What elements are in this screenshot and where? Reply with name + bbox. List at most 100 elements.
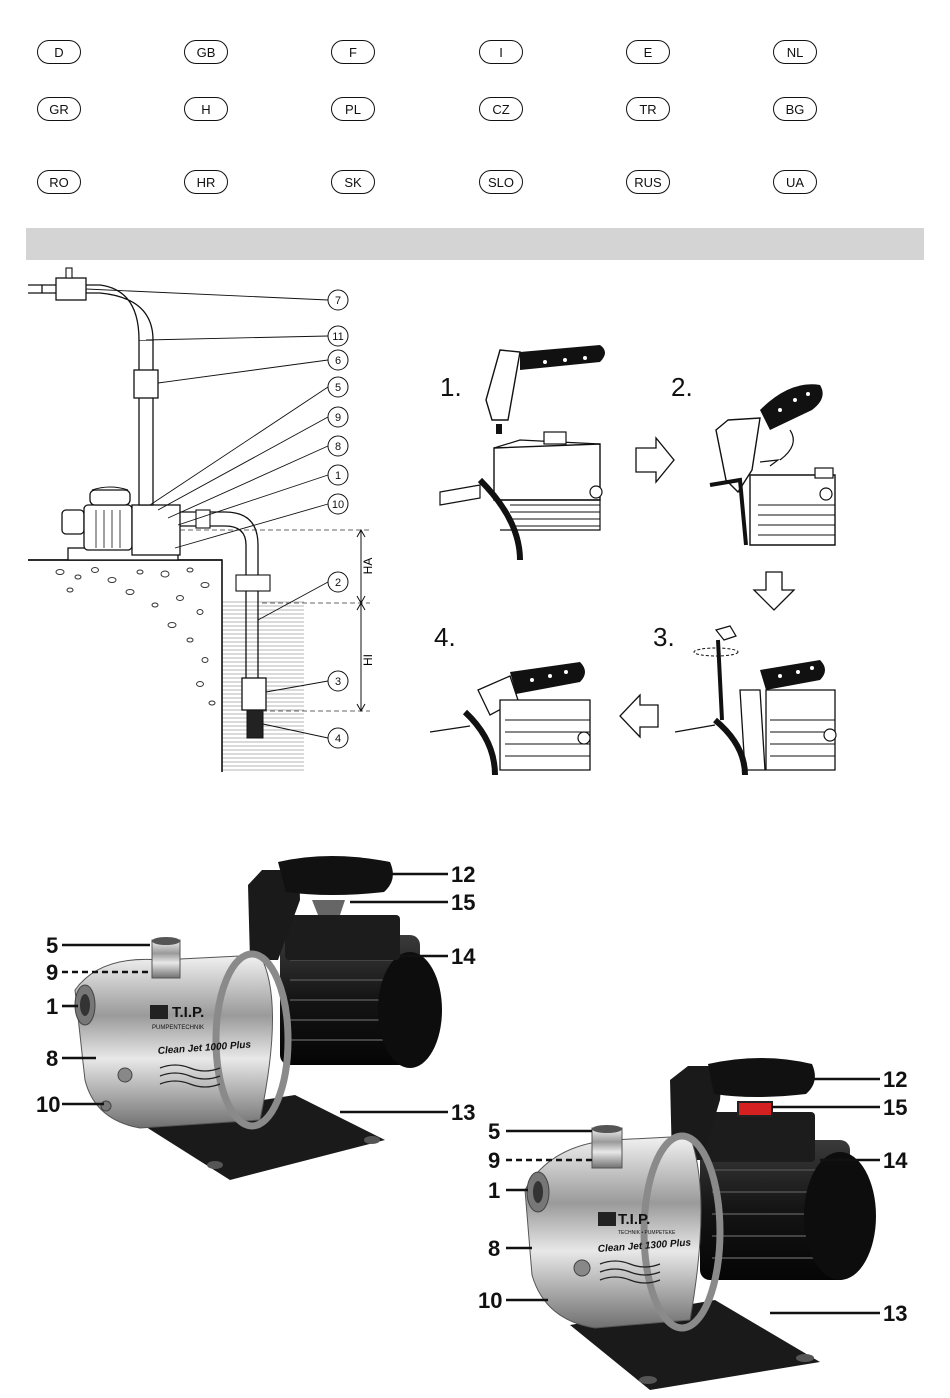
outlet-port [592, 1128, 622, 1168]
brand-subtitle: TECHNIK • PUMPETEKE [618, 1230, 676, 1236]
pump-base-plate [135, 1095, 385, 1180]
lang-label: F [349, 45, 357, 60]
callout-label: 12 [883, 1067, 907, 1092]
lang-pill-h[interactable]: H [184, 97, 228, 121]
callout-label: 5 [488, 1119, 500, 1144]
lang-label: TR [639, 102, 656, 117]
callout-label: 8 [488, 1236, 500, 1261]
lang-pill-ro[interactable]: RO [37, 170, 81, 194]
pump-motor [700, 1140, 850, 1280]
model-name: Clean Jet 1300 Plus [597, 1237, 691, 1255]
callout-label: 8 [46, 1046, 58, 1071]
callout-label: 14 [451, 944, 476, 969]
lang-pill-tr[interactable]: TR [626, 97, 670, 121]
lang-label: HR [197, 175, 216, 190]
step3-illustration [675, 626, 836, 775]
language-selector: D GB F I E NL GR H PL CZ TR BG RO HR SK … [0, 0, 950, 215]
model-name: Clean Jet 1000 Plus [157, 1039, 251, 1057]
callout-label: 9 [488, 1148, 500, 1173]
callout-label: 1 [46, 994, 58, 1019]
callout-label: 9 [335, 412, 341, 424]
inlet-port [75, 985, 95, 1025]
lang-pill-nl[interactable]: NL [773, 40, 817, 64]
pump-right: T.I.P. TECHNIK • PUMPETEKE Clean Jet 130… [525, 1058, 876, 1390]
section-divider-bar [26, 228, 924, 260]
callout-label: 15 [883, 1095, 907, 1120]
brand-logo: T.I.P. [172, 1004, 204, 1021]
lang-label: UA [786, 175, 804, 190]
well-water [222, 600, 304, 772]
handle-bracket [670, 1066, 721, 1160]
lang-pill-e[interactable]: E [626, 40, 670, 64]
height-label-ha: HA [361, 558, 375, 575]
inlet-port [527, 1172, 549, 1212]
callout-label: 5 [46, 933, 58, 958]
step-number: 4. [434, 622, 456, 652]
callout-label: 2 [335, 577, 341, 589]
handle-bracket [248, 870, 300, 960]
lang-pill-rus[interactable]: RUS [626, 170, 670, 194]
lang-pill-cz[interactable]: CZ [479, 97, 523, 121]
step2-illustration [710, 384, 835, 545]
wave-logo [160, 1065, 220, 1087]
lang-label: E [644, 45, 653, 60]
lang-pill-pl[interactable]: PL [331, 97, 375, 121]
lang-label: CZ [492, 102, 509, 117]
pump-housing [525, 1136, 701, 1328]
step-number: 3. [653, 622, 675, 652]
lang-pill-hr[interactable]: HR [184, 170, 228, 194]
callout-label: 10 [36, 1092, 60, 1117]
callout-label: 5 [335, 382, 341, 394]
lang-pill-bg[interactable]: BG [773, 97, 817, 121]
ground-outline [28, 560, 222, 772]
power-switch [738, 1102, 772, 1116]
lang-pill-ua[interactable]: UA [773, 170, 817, 194]
lang-pill-sk[interactable]: SK [331, 170, 375, 194]
arrow-left-icon [620, 695, 658, 737]
callout-label: 11 [332, 331, 343, 343]
pump-base-plate [570, 1300, 820, 1390]
step-number: 2. [671, 372, 693, 402]
lang-pill-d[interactable]: D [37, 40, 81, 64]
lang-pill-i[interactable]: I [479, 40, 523, 64]
step4-illustration [430, 662, 590, 775]
pump-left-leaders [62, 874, 448, 1112]
lang-pill-f[interactable]: F [331, 40, 375, 64]
lang-label: GR [49, 102, 69, 117]
arrow-right-icon [636, 438, 674, 482]
callout-label: 3 [335, 676, 341, 688]
callout-label: 13 [451, 1100, 475, 1125]
callout-label: 6 [335, 355, 341, 367]
pump-right-callouts: 5 9 1 8 10 12 15 14 13 [478, 1067, 908, 1326]
switch-housing [312, 900, 345, 915]
lang-label: H [201, 102, 210, 117]
lang-pill-slo[interactable]: SLO [479, 170, 523, 194]
lang-label: BG [786, 102, 805, 117]
arrow-down-icon [754, 572, 794, 610]
brand-logo: T.I.P. [618, 1211, 650, 1228]
lang-pill-gr[interactable]: GR [37, 97, 81, 121]
lang-label: RO [49, 175, 69, 190]
terminal-box [705, 1112, 815, 1162]
step1-illustration [440, 345, 605, 560]
callout-label: 13 [883, 1301, 907, 1326]
callout-label: 10 [332, 499, 344, 511]
callout-label: 15 [451, 890, 475, 915]
height-label-hi: HI [361, 654, 375, 666]
lang-label: RUS [634, 175, 661, 190]
callout-label: 12 [451, 862, 475, 887]
pump-housing [75, 955, 273, 1128]
callout-label: 14 [883, 1148, 908, 1173]
lang-label: SK [344, 175, 361, 190]
lang-label: GB [197, 45, 216, 60]
lang-label: I [499, 45, 503, 60]
callout-label: 4 [335, 733, 341, 745]
outlet-port [152, 940, 180, 978]
step-number: 1. [440, 372, 462, 402]
carry-handle [278, 856, 393, 895]
callout-label: 8 [335, 441, 341, 453]
lang-label: PL [345, 102, 361, 117]
soil-stones [56, 568, 215, 706]
lang-pill-gb[interactable]: GB [184, 40, 228, 64]
lang-label: SLO [488, 175, 514, 190]
